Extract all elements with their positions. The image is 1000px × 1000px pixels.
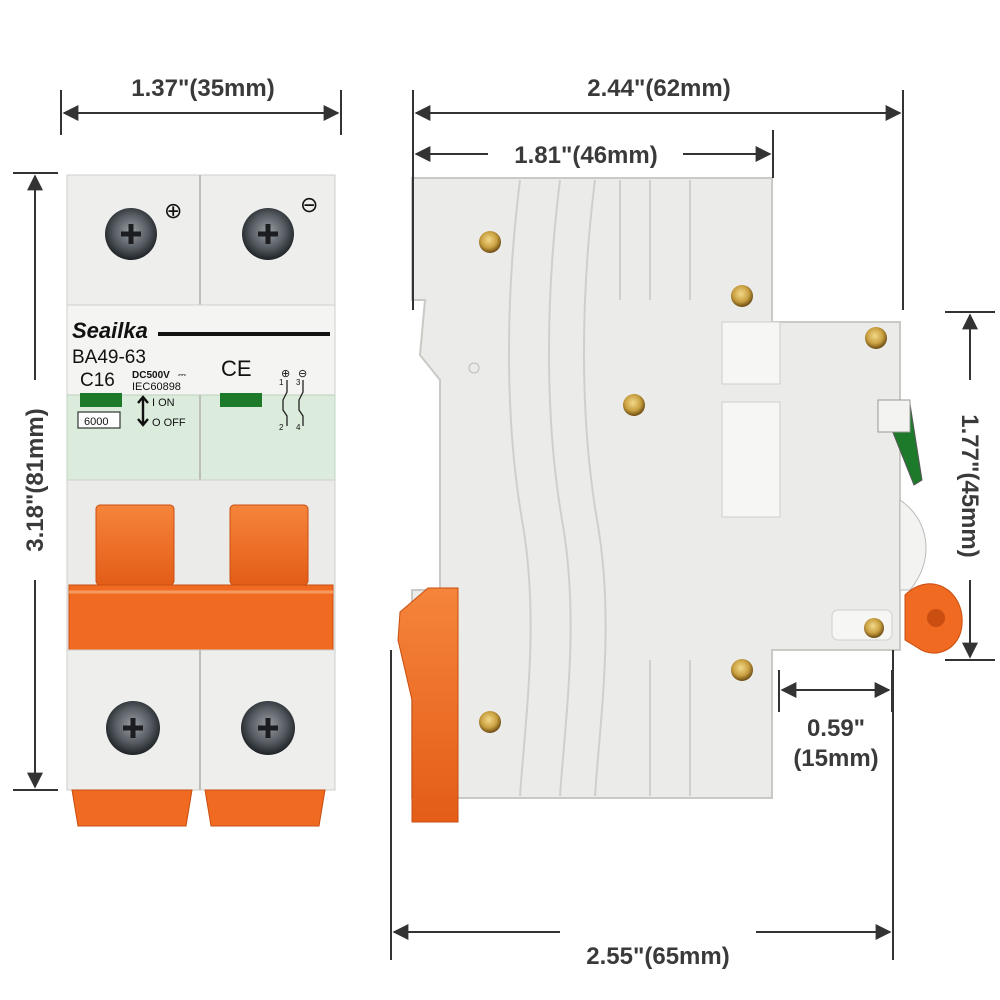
- wiring-1: 1: [279, 378, 284, 387]
- screw-bottom-left: [106, 701, 160, 755]
- status-indicator-right: [220, 393, 262, 407]
- side-toggle-pivot: [927, 609, 945, 627]
- din-clip-left: [71, 789, 193, 827]
- on-label: I ON: [152, 397, 175, 409]
- breaking-capacity-box: [77, 411, 121, 429]
- dim-bg-side-width: [570, 72, 748, 104]
- side-switch-housing: [899, 499, 927, 591]
- rivet-7: [479, 711, 501, 733]
- rivet-3: [865, 327, 887, 349]
- standard-code: IEC60898: [132, 381, 181, 393]
- dim-total-width: 2.55"(65mm): [586, 943, 729, 970]
- rivet-1: [479, 231, 501, 253]
- dim-front-height: 3.18"(81mm): [22, 408, 49, 551]
- dim-bg-inner-width: [488, 138, 683, 170]
- wiring-plus: ⊕: [281, 368, 290, 380]
- dim-step-line2: (15mm): [793, 745, 878, 772]
- on-off-arrow-icon: [137, 395, 149, 427]
- terminal-plus-symbol: ⊕: [164, 198, 182, 223]
- side-view: [397, 177, 963, 823]
- dim-bg-front-width: [112, 72, 292, 104]
- side-ribs: [507, 179, 691, 797]
- terminal-minus-symbol: ⊖: [300, 192, 318, 217]
- side-din-clip: [397, 587, 459, 823]
- toggle-lever-right: [229, 504, 309, 586]
- rivet-5: [864, 618, 884, 638]
- dim-bg-total-width: [560, 916, 756, 948]
- dc-symbol: ⎓: [178, 370, 186, 381]
- screw-top-right: [242, 208, 294, 260]
- screw-bottom-right: [241, 701, 295, 755]
- dim-side-height: 1.77"(45mm): [956, 414, 983, 557]
- side-body: [411, 177, 901, 799]
- dim-bg-side-height: [953, 380, 987, 580]
- front-label-panel: [66, 304, 336, 396]
- din-clip-right: [204, 789, 326, 827]
- small-hole: [468, 362, 480, 374]
- wiring-4: 4: [296, 423, 301, 432]
- wiring-minus: ⊖: [298, 368, 307, 380]
- rivet-6: [731, 659, 753, 681]
- rivet-4: [623, 394, 645, 416]
- dim-front-width: 1.37"(35mm): [131, 75, 274, 102]
- dim-side-width: 2.44"(62mm): [587, 75, 730, 102]
- side-recess-lower: [721, 401, 781, 518]
- dim-side-inner-width: 1.81"(46mm): [514, 142, 657, 169]
- brand-name: Seailka: [72, 318, 148, 343]
- wiring-3: 3: [296, 378, 301, 387]
- off-label: O OFF: [152, 417, 186, 429]
- dim-step-line1: 0.59": [807, 715, 865, 742]
- toggle-handle-bar: [68, 584, 334, 651]
- front-view: ⊕ ⊖ Seailka BA49-63 C16 DC500V ⎓ IEC6089…: [66, 174, 336, 827]
- model-number: BA49-63: [72, 347, 146, 368]
- toggle-lever-left: [95, 504, 175, 586]
- current-rating: C16: [80, 370, 115, 391]
- dim-bg-front-height: [18, 380, 52, 580]
- side-lever-bracket: [877, 399, 911, 433]
- screw-top-left: [105, 208, 157, 260]
- wiring-diagram-icon: [282, 380, 304, 426]
- wiring-2: 2: [279, 423, 284, 432]
- side-recess-upper: [721, 321, 781, 385]
- ce-mark: CE: [221, 356, 252, 381]
- rivet-2: [731, 285, 753, 307]
- breaking-capacity: 6000: [84, 416, 108, 428]
- voltage-rating: DC500V: [132, 370, 170, 381]
- status-indicator-left: [80, 393, 122, 407]
